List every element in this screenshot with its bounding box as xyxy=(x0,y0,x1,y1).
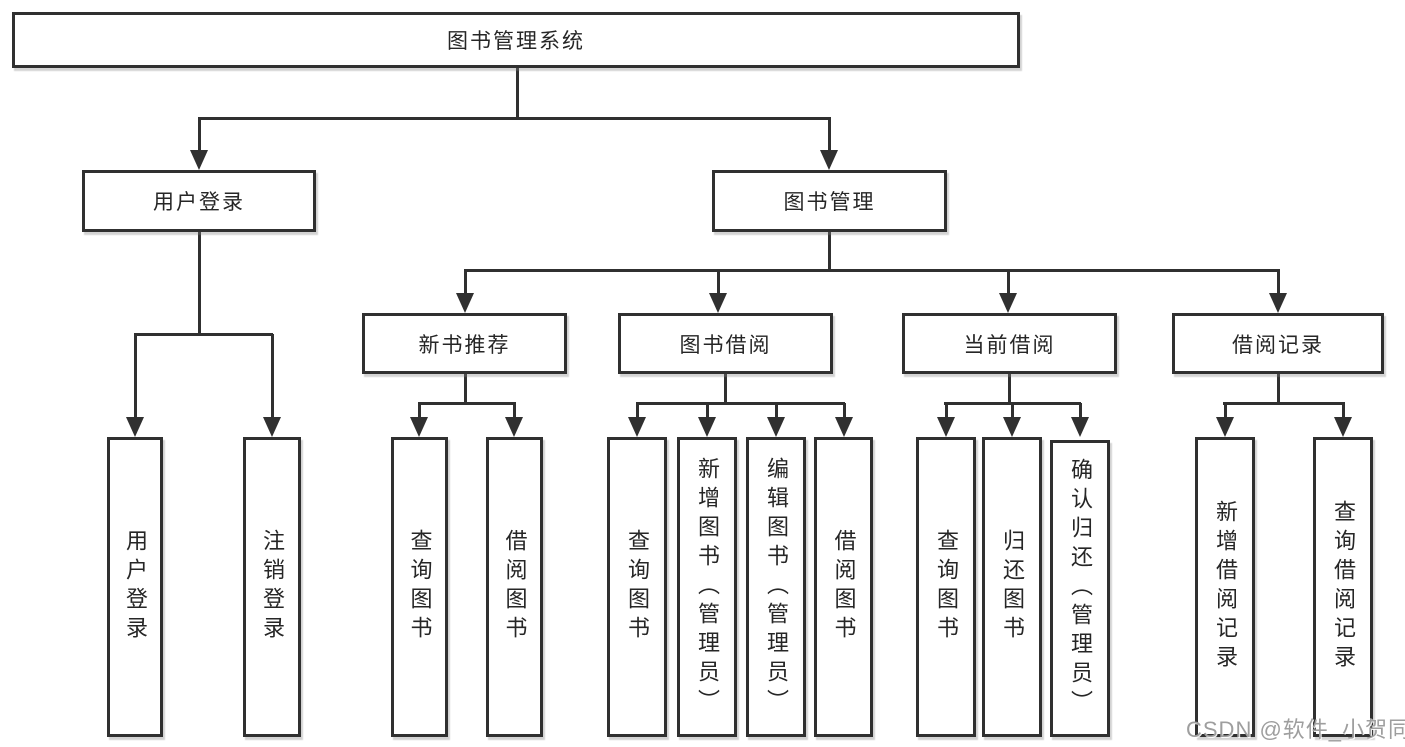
arrow-to-borrow-books-2 xyxy=(835,403,853,437)
connector-borrow-records-stem xyxy=(1276,371,1280,405)
arrow-to-confirm-return-admin xyxy=(1071,403,1089,437)
arrow-to-current-borrow xyxy=(999,270,1017,313)
leaf-return-books-label: 归还图书 xyxy=(1000,529,1025,645)
leaf-borrow-books-1-label: 借阅图书 xyxy=(502,529,528,645)
leaf-confirm-return-admin-label: 确认归还（管理员） xyxy=(1068,458,1093,719)
leaf-edit-books-admin: 编辑图书（管理员） xyxy=(746,437,806,737)
arrow-to-query-books-1 xyxy=(410,403,428,437)
node-book-management: 图书管理 xyxy=(712,170,947,232)
leaf-borrow-books-2-label: 借阅图书 xyxy=(831,529,857,645)
leaf-add-borrow-record: 新增借阅记录 xyxy=(1195,437,1255,737)
leaf-logout: 注销登录 xyxy=(243,437,301,737)
connector-user-login-stem xyxy=(197,230,201,336)
arrow-to-borrow-books-1 xyxy=(505,403,523,437)
leaf-add-books-admin: 新增图书（管理员） xyxy=(677,437,737,737)
connector-new-book-rec-stem xyxy=(463,371,467,405)
node-library-management-system: 图书管理系统 xyxy=(12,12,1020,68)
arrow-to-new-book-rec xyxy=(456,270,474,313)
node-user-login-label: 用户登录 xyxy=(153,191,245,214)
leaf-add-borrow-record-label: 新增借阅记录 xyxy=(1213,500,1238,674)
leaf-edit-books-admin-label: 编辑图书（管理员） xyxy=(764,456,789,718)
arrow-to-book-mgmt xyxy=(820,118,838,170)
node-library-management-system-label: 图书管理系统 xyxy=(447,30,585,53)
leaf-user-login-label: 用户登录 xyxy=(123,529,148,645)
leaf-query-books-1-label: 查询图书 xyxy=(407,529,433,645)
node-book-borrowing: 图书借阅 xyxy=(618,313,833,374)
node-new-book-recommendation: 新书推荐 xyxy=(362,313,567,374)
connector-borrow-records-rail xyxy=(1223,402,1345,405)
leaf-return-books: 归还图书 xyxy=(982,437,1042,737)
leaf-borrow-books-1: 借阅图书 xyxy=(486,437,543,737)
arrow-to-add-borrow-record xyxy=(1216,403,1234,437)
arrow-to-add-books-admin xyxy=(698,403,716,437)
node-current-borrowing: 当前借阅 xyxy=(902,313,1117,374)
leaf-add-books-admin-label: 新增图书（管理员） xyxy=(695,456,720,718)
connector-book-borrow-rail xyxy=(636,402,845,405)
connector-level2-rail xyxy=(198,117,831,120)
connector-new-book-rec-rail xyxy=(418,402,516,405)
leaf-query-borrow-record-label: 查询借阅记录 xyxy=(1331,500,1356,674)
connector-level3-rail xyxy=(464,269,1280,272)
csdn-watermark: CSDN @软件_小贺同学 xyxy=(1186,717,1405,742)
node-new-book-recommendation-label: 新书推荐 xyxy=(418,333,511,357)
node-book-management-label: 图书管理 xyxy=(783,191,876,214)
arrow-to-book-borrow xyxy=(709,270,727,313)
arrow-to-user-login-leaf xyxy=(126,334,144,437)
node-user-login: 用户登录 xyxy=(82,170,316,232)
connector-book-mgmt-stem xyxy=(827,230,831,271)
leaf-borrow-books-2: 借阅图书 xyxy=(814,437,873,737)
leaf-user-login: 用户登录 xyxy=(107,437,163,737)
arrow-to-user-login xyxy=(190,118,208,170)
node-book-borrowing-label: 图书借阅 xyxy=(679,333,772,357)
connector-user-login-rail xyxy=(134,333,273,336)
leaf-query-books-2-label: 查询图书 xyxy=(625,529,650,645)
node-borrowing-records: 借阅记录 xyxy=(1172,313,1384,374)
leaf-query-borrow-record: 查询借阅记录 xyxy=(1313,437,1373,737)
arrow-to-borrow-records xyxy=(1269,270,1287,313)
connector-root-stem xyxy=(516,66,519,119)
leaf-confirm-return-admin: 确认归还（管理员） xyxy=(1050,440,1110,737)
leaf-query-books-1: 查询图书 xyxy=(391,437,448,737)
leaf-query-books-3-label: 查询图书 xyxy=(934,529,959,645)
leaf-query-books-2: 查询图书 xyxy=(607,437,667,737)
arrow-to-edit-books-admin xyxy=(767,403,785,437)
arrow-to-query-borrow-record xyxy=(1334,403,1352,437)
leaf-logout-label: 注销登录 xyxy=(260,529,285,645)
arrow-to-logout-leaf xyxy=(263,334,281,437)
node-borrowing-records-label: 借阅记录 xyxy=(1232,333,1324,357)
node-current-borrowing-label: 当前借阅 xyxy=(963,333,1056,357)
arrow-to-query-books-3 xyxy=(937,403,955,437)
connector-book-borrow-stem xyxy=(724,371,727,405)
connector-current-borrow-stem xyxy=(1008,371,1011,405)
arrow-to-query-books-2 xyxy=(628,403,646,437)
arrow-to-return-books xyxy=(1003,403,1021,437)
leaf-query-books-3: 查询图书 xyxy=(916,437,976,737)
